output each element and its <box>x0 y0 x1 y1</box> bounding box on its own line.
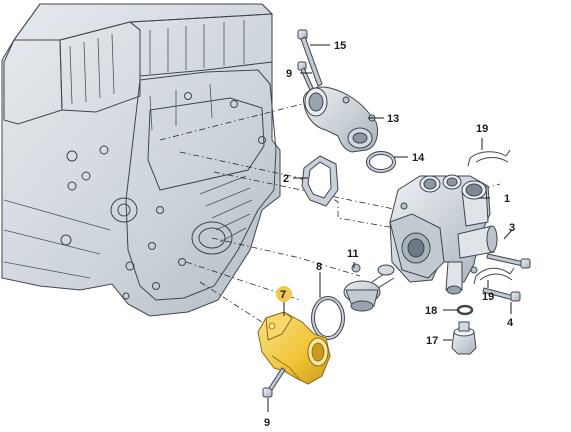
label-14: 14 <box>412 152 425 164</box>
label-19-lower: 19 <box>482 291 494 303</box>
part-plug-17 <box>451 321 477 355</box>
highlight-dot <box>276 286 292 302</box>
label-9-upper: 9 <box>286 68 292 80</box>
part-flange-1 <box>389 174 498 295</box>
label-3: 3 <box>509 222 515 234</box>
label-7: 7 <box>280 289 286 301</box>
label-2: 2 <box>283 173 289 185</box>
leader-lines <box>267 44 513 412</box>
label-4: 4 <box>507 317 514 329</box>
part-bolt-3 <box>486 253 531 269</box>
part-clip-19-lower <box>473 267 515 285</box>
part-elbow-13 <box>302 86 379 153</box>
part-thermostat-11 <box>343 263 395 312</box>
part-bolt-4 <box>482 287 521 302</box>
part-gasket-2 <box>301 155 339 207</box>
part-clip-19-upper <box>467 149 511 167</box>
label-1: 1 <box>504 193 510 205</box>
label-9-lower: 9 <box>264 417 270 429</box>
label-18: 18 <box>425 305 437 317</box>
callout-labels: 15 9 13 14 2 19 1 3 11 8 7 19 4 18 17 9 <box>264 40 515 429</box>
label-8: 8 <box>316 261 322 273</box>
part-oring-8 <box>311 296 345 340</box>
part-oring-14 <box>366 151 396 173</box>
label-11: 11 <box>347 248 359 260</box>
part-bolt-9-lower <box>262 367 286 398</box>
label-19-upper: 19 <box>476 123 488 135</box>
label-17: 17 <box>426 335 438 347</box>
part-bolt-15 <box>297 29 323 87</box>
part-seal-18 <box>456 304 474 316</box>
label-13: 13 <box>387 113 399 125</box>
label-15: 15 <box>334 40 346 52</box>
part-connector-7-highlighted <box>257 311 331 385</box>
engine-block <box>1 3 281 317</box>
